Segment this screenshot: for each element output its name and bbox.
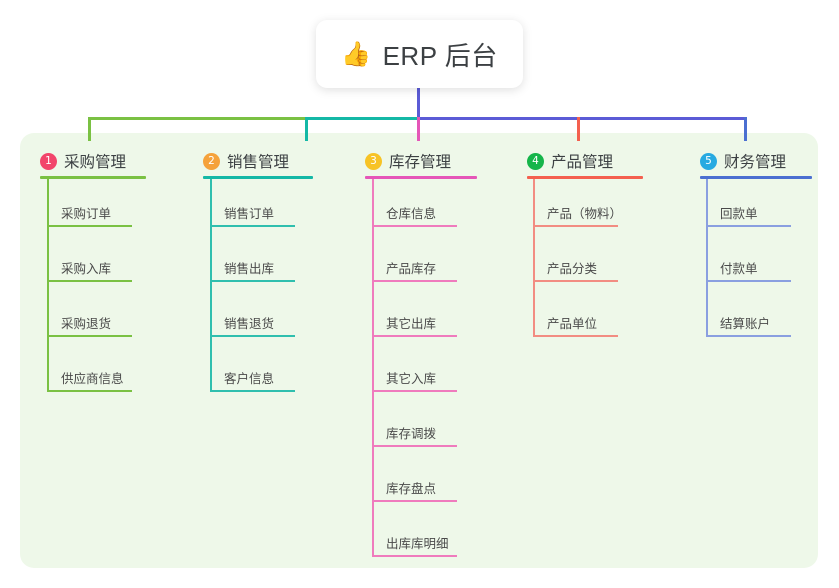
leaf-item-label: 销售出库 bbox=[224, 262, 275, 276]
leaf-item-label: 采购入库 bbox=[61, 262, 112, 276]
leaf-item-underline bbox=[210, 390, 295, 392]
leaf-item[interactable]: 结算账户 bbox=[706, 313, 791, 337]
leaf-item-label: 付款单 bbox=[720, 262, 758, 276]
leaf-item-label: 结算账户 bbox=[720, 317, 771, 331]
leaf-item-label: 仓库信息 bbox=[386, 207, 437, 221]
leaf-item-underline bbox=[372, 555, 457, 557]
leaf-item-label: 供应商信息 bbox=[61, 372, 124, 386]
leaf-item[interactable]: 销售退货 bbox=[210, 313, 295, 337]
leaf-item-underline bbox=[533, 335, 618, 337]
column-spine bbox=[47, 179, 49, 392]
leaf-item[interactable]: 库存盘点 bbox=[372, 478, 457, 502]
leaf-item[interactable]: 客户信息 bbox=[210, 368, 295, 392]
column-spine bbox=[533, 179, 535, 337]
leaf-item-underline bbox=[210, 225, 295, 227]
leaf-item-underline bbox=[47, 390, 132, 392]
column-title: 销售管理 bbox=[227, 154, 290, 171]
column-title: 产品管理 bbox=[551, 154, 614, 171]
leaf-item-label: 产品分类 bbox=[547, 262, 598, 276]
leaf-item-label: 产品库存 bbox=[386, 262, 437, 276]
root-title-text: ERP 后台 bbox=[382, 40, 498, 71]
column-badge-icon: 4 bbox=[527, 152, 544, 170]
leaf-item[interactable]: 销售订单 bbox=[210, 203, 295, 227]
leaf-item[interactable]: 采购订单 bbox=[47, 203, 132, 227]
leaf-item-label: 产品（物料） bbox=[547, 207, 623, 221]
leaf-item-underline bbox=[533, 225, 618, 227]
leaf-item-label: 客户信息 bbox=[224, 372, 275, 386]
column-header-5[interactable]: 5 财务管理 bbox=[700, 150, 786, 172]
column-badge-icon: 2 bbox=[203, 152, 220, 170]
leaf-item[interactable]: 销售出库 bbox=[210, 258, 295, 282]
leaf-item-underline bbox=[372, 335, 457, 337]
leaf-item[interactable]: 付款单 bbox=[706, 258, 791, 282]
leaf-item[interactable]: 仓库信息 bbox=[372, 203, 457, 227]
column-header-2[interactable]: 2 销售管理 bbox=[203, 150, 289, 172]
leaf-item[interactable]: 产品库存 bbox=[372, 258, 457, 282]
leaf-item-label: 采购退货 bbox=[61, 317, 112, 331]
column-badge-icon: 3 bbox=[365, 152, 382, 170]
column-underline bbox=[40, 176, 146, 179]
leaf-item-label: 出库库明细 bbox=[386, 537, 449, 551]
column-spine bbox=[706, 179, 708, 337]
diagram-panel bbox=[20, 133, 818, 568]
column-header-3[interactable]: 3 库存管理 bbox=[365, 150, 451, 172]
column-underline bbox=[365, 176, 477, 179]
leaf-item[interactable]: 出库库明细 bbox=[372, 533, 457, 557]
column-title: 采购管理 bbox=[64, 154, 127, 171]
leaf-item[interactable]: 供应商信息 bbox=[47, 368, 132, 392]
leaf-item-underline bbox=[706, 225, 791, 227]
leaf-item[interactable]: 采购入库 bbox=[47, 258, 132, 282]
leaf-item-underline bbox=[372, 500, 457, 502]
leaf-item[interactable]: 产品（物料） bbox=[533, 203, 622, 227]
leaf-item-label: 销售退货 bbox=[224, 317, 275, 331]
leaf-item-label: 回款单 bbox=[720, 207, 758, 221]
column-underline bbox=[700, 176, 812, 179]
column-underline bbox=[203, 176, 313, 179]
column-badge-icon: 5 bbox=[700, 152, 717, 170]
leaf-item-underline bbox=[47, 335, 132, 337]
leaf-item-underline bbox=[372, 445, 457, 447]
leaf-item[interactable]: 其它入库 bbox=[372, 368, 457, 392]
leaf-item-label: 库存盘点 bbox=[386, 482, 437, 496]
leaf-item-label: 其它入库 bbox=[386, 372, 437, 386]
leaf-item-label: 销售订单 bbox=[224, 207, 275, 221]
leaf-item[interactable]: 库存调拨 bbox=[372, 423, 457, 447]
root-node[interactable]: 👍 ERP 后台 bbox=[316, 20, 523, 88]
leaf-item-underline bbox=[706, 280, 791, 282]
leaf-item-underline bbox=[706, 335, 791, 337]
column-underline bbox=[527, 176, 643, 179]
thumbs-up-icon: 👍 bbox=[341, 40, 372, 68]
leaf-item-label: 其它出库 bbox=[386, 317, 437, 331]
column-header-4[interactable]: 4 产品管理 bbox=[527, 150, 613, 172]
leaf-item-underline bbox=[47, 225, 132, 227]
leaf-item-label: 采购订单 bbox=[61, 207, 112, 221]
column-header-1[interactable]: 1 采购管理 bbox=[40, 150, 126, 172]
leaf-item[interactable]: 回款单 bbox=[706, 203, 791, 227]
leaf-item-underline bbox=[372, 280, 457, 282]
column-badge-icon: 1 bbox=[40, 152, 57, 170]
leaf-item-label: 产品单位 bbox=[547, 317, 598, 331]
leaf-item[interactable]: 产品单位 bbox=[533, 313, 618, 337]
column-spine bbox=[210, 179, 212, 392]
leaf-item-underline bbox=[210, 335, 295, 337]
leaf-item[interactable]: 其它出库 bbox=[372, 313, 457, 337]
leaf-item-underline bbox=[372, 225, 457, 227]
leaf-item-underline bbox=[210, 280, 295, 282]
root-title-wrap: 👍 ERP 后台 bbox=[341, 36, 498, 73]
column-title: 财务管理 bbox=[724, 154, 787, 171]
leaf-item-label: 库存调拨 bbox=[386, 427, 437, 441]
leaf-item-underline bbox=[372, 390, 457, 392]
leaf-item[interactable]: 采购退货 bbox=[47, 313, 132, 337]
leaf-item-underline bbox=[47, 280, 132, 282]
leaf-item-underline bbox=[533, 280, 618, 282]
leaf-item[interactable]: 产品分类 bbox=[533, 258, 618, 282]
column-title: 库存管理 bbox=[389, 154, 452, 171]
column-spine bbox=[372, 179, 374, 557]
